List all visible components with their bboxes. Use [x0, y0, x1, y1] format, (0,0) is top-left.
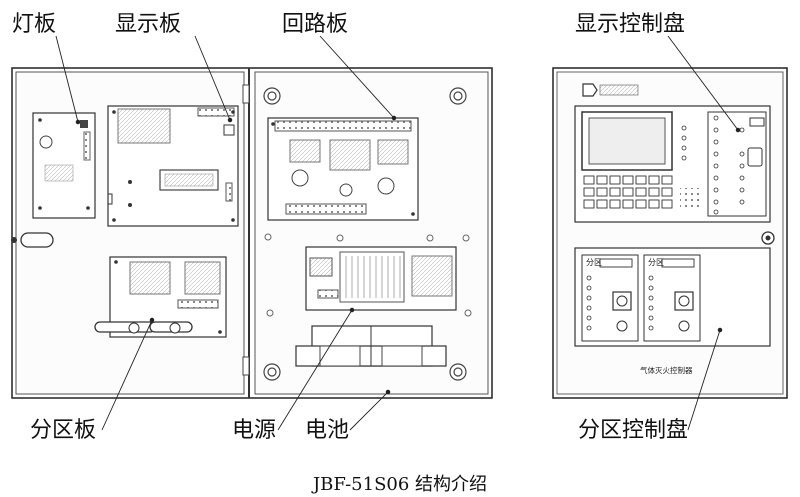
zone-board — [94, 256, 227, 338]
label-battery: 电池 — [305, 418, 350, 443]
label-display-control-panel: 显示控制盘 — [575, 12, 686, 37]
figure-caption: JBF-51S06 结构介绍 — [312, 474, 488, 495]
key-lock-icon — [761, 231, 775, 245]
label-zone-board: 分区板 — [30, 418, 97, 443]
display-board — [107, 105, 239, 227]
leader-lines — [55, 35, 741, 431]
label-lamp-board: 灯板 — [12, 12, 57, 37]
power-supply — [305, 246, 457, 311]
label-power-supply: 电源 — [232, 418, 277, 443]
label-display-board: 显示板 — [115, 12, 182, 37]
gas-controller-label: 气体灭火控制器 — [640, 365, 693, 375]
logo-icon — [582, 83, 639, 97]
zone-control-panel: 分区 分区 气体灭火控制器 — [574, 247, 771, 375]
loop-board — [267, 117, 419, 221]
label-loop-board: 回路板 — [282, 12, 349, 37]
zone-b-label: 分区 — [648, 258, 664, 267]
label-zone-control-panel: 分区控制盘 — [578, 418, 689, 443]
battery — [295, 325, 447, 367]
display-control-panel — [574, 105, 771, 223]
zone-a-label: 分区 — [586, 258, 602, 267]
lamp-board — [32, 112, 96, 219]
